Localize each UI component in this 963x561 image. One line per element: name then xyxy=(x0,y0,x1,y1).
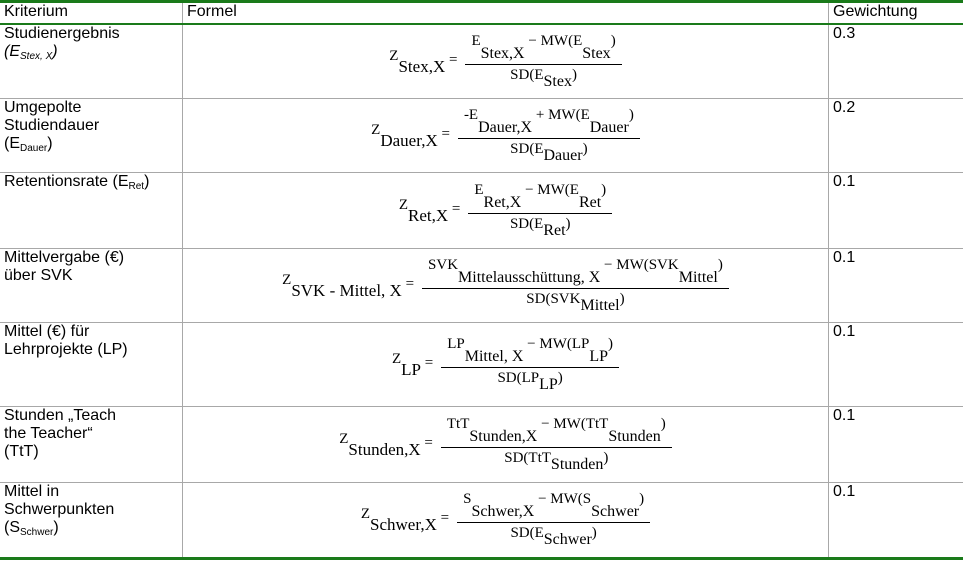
formula-numerator: SVKMittelausschüttung, X − MW(SVKMittel) xyxy=(422,255,729,289)
header-gewichtung: Gewichtung xyxy=(828,1,963,25)
table-row: Studienergebnis(EStex, X) ZStex,X = ESte… xyxy=(0,23,963,99)
formula-denominator: SD(TtTStunden) xyxy=(504,449,609,473)
weight-cell: 0.2 xyxy=(828,97,963,173)
formula-cell: ZSchwer,X = SSchwer,X − MW(SSchwer) SD(E… xyxy=(182,481,829,559)
formula-numerator: -EDauer,X + MW(EDauer) xyxy=(457,105,640,139)
header-kriterium: Kriterium xyxy=(0,1,183,25)
weight-cell: 0.1 xyxy=(828,321,963,407)
criterion-cell: Mittel in Schwerpunkten(SSchwer) xyxy=(0,481,183,559)
formula-denominator: SD(EDauer) xyxy=(510,140,588,164)
formula-denominator: SD(LPLP) xyxy=(497,369,563,393)
table-row: Umgepolte Studiendauer(EDauer) ZDauer,X … xyxy=(0,97,963,173)
header-formel: Formel xyxy=(182,1,829,25)
formula-denominator: SD(ESchwer) xyxy=(510,525,597,548)
criterion-label: Studienergebnis xyxy=(4,25,120,42)
criterion-symbol: (ERet) xyxy=(108,172,150,192)
formula-cell: ZRet,X = ERet,X − MW(ERet) SD(ERet) xyxy=(182,171,829,249)
formula: ZDauer,X = -EDauer,X + MW(EDauer) SD(EDa… xyxy=(371,105,640,166)
formula-cell: ZStunden,X = TtTStunden,X − MW(TtTStunde… xyxy=(182,405,829,483)
formula: ZStex,X = EStex,X − MW(EStex) SD(EStex) xyxy=(389,31,622,92)
criterion-symbol: (EDauer) xyxy=(4,134,53,154)
formula-cell: ZLP = LPMittel, X − MW(LPLP) SD(LPLP) xyxy=(182,321,829,407)
formula-denominator: SD(ERet) xyxy=(509,215,571,239)
table-row: Mittelvergabe (€) über SVK ZSVK - Mittel… xyxy=(0,247,963,323)
weight-cell: 0.1 xyxy=(828,171,963,249)
formula-cell: ZDauer,X = -EDauer,X + MW(EDauer) SD(EDa… xyxy=(182,97,829,173)
formula: ZSVK - Mittel, X = SVKMittelausschüttung… xyxy=(282,255,729,316)
formula-numerator: SSchwer,X − MW(SSchwer) xyxy=(457,489,651,523)
formula: ZLP = LPMittel, X − MW(LPLP) SD(LPLP) xyxy=(392,334,620,395)
criterion-label: Mittelvergabe (€) über SVK xyxy=(4,248,125,284)
table-row: Mittel in Schwerpunkten(SSchwer) ZSchwer… xyxy=(0,481,963,559)
formula-denominator: SD(SVKMittel) xyxy=(526,290,625,314)
formula: ZRet,X = ERet,X − MW(ERet) SD(ERet) xyxy=(399,180,613,241)
weight-cell: 0.1 xyxy=(828,405,963,483)
formula-denominator: SD(EStex) xyxy=(510,66,577,90)
formula: ZSchwer,X = SSchwer,X − MW(SSchwer) SD(E… xyxy=(361,489,651,550)
criterion-label: Retentionsrate xyxy=(4,172,109,190)
criterion-cell: Stunden „Teach the Teacher“ (TtT) xyxy=(0,405,183,483)
weight-cell: 0.3 xyxy=(828,23,963,99)
weight-cell: 0.1 xyxy=(828,247,963,323)
header-row: Kriterium Formel Gewichtung xyxy=(0,1,963,25)
criterion-symbol: (SSchwer) xyxy=(4,518,59,538)
formula-cell: ZSVK - Mittel, X = SVKMittelausschüttung… xyxy=(182,247,829,323)
formula: ZStunden,X = TtTStunden,X − MW(TtTStunde… xyxy=(339,414,672,475)
criterion-cell: Studienergebnis(EStex, X) xyxy=(0,23,183,99)
criterion-cell: Mittel (€) für Lehrprojekte (LP) xyxy=(0,321,183,407)
criterion-cell: Mittelvergabe (€) über SVK xyxy=(0,247,183,323)
formula-numerator: EStex,X − MW(EStex) xyxy=(465,31,622,65)
criterion-label: Stunden „Teach the Teacher“ (TtT) xyxy=(4,406,117,460)
criterion-label: Mittel (€) für Lehrprojekte (LP) xyxy=(4,322,128,358)
weight-cell: 0.1 xyxy=(828,481,963,559)
criterion-symbol: (EStex, X) xyxy=(4,43,58,62)
criterion-label: Mittel in Schwerpunkten xyxy=(4,482,115,518)
formula-numerator: LPMittel, X − MW(LPLP) xyxy=(441,334,620,368)
criterion-cell: Retentionsrate (ERet) xyxy=(0,171,183,249)
criterion-label: Umgepolte Studiendauer xyxy=(4,98,100,134)
formula-numerator: TtTStunden,X − MW(TtTStunden) xyxy=(440,414,672,448)
table-row: Retentionsrate (ERet) ZRet,X = ERet,X − … xyxy=(0,171,963,249)
formula-cell: ZStex,X = EStex,X − MW(EStex) SD(EStex) xyxy=(182,23,829,99)
criterion-cell: Umgepolte Studiendauer(EDauer) xyxy=(0,97,183,173)
table-row: Stunden „Teach the Teacher“ (TtT) ZStund… xyxy=(0,405,963,483)
table-row: Mittel (€) für Lehrprojekte (LP) ZLP = L… xyxy=(0,321,963,407)
formula-numerator: ERet,X − MW(ERet) xyxy=(468,180,613,214)
